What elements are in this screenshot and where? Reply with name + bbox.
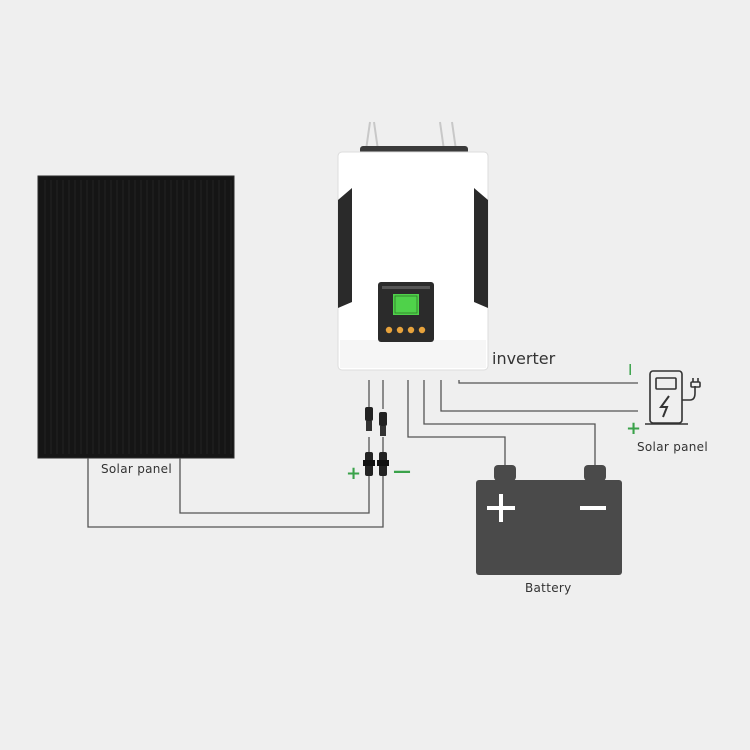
inverter-buttons [385,326,426,334]
mc4-connector-icon [363,407,389,476]
inverter-label: inverter [492,349,556,368]
battery-label: Battery [525,581,572,595]
solar-panel-left [37,175,235,459]
battery-wire-negative [423,380,596,470]
charger-wire-1 [440,380,638,412]
ev-charger-icon [645,370,701,425]
charger-wire-2 [458,380,638,384]
solar-panel-left-label: Solar panel [101,462,172,476]
pv-wire-negative [87,458,384,528]
charger-positive-sign: + [626,418,642,439]
battery-wires [407,380,596,470]
battery-minus-icon [580,506,606,510]
inverter-lcd-screen [393,294,419,315]
inverter-side-accent-right [474,188,488,308]
battery-wire-positive [407,380,506,470]
charger-wires [440,380,638,412]
pv-wires [87,380,384,528]
pv-positive-sign: + [346,463,362,484]
inverter [337,121,489,371]
pv-wire-positive [179,458,370,514]
pv-negative-sign: — [393,461,411,482]
charger-negative-sign: I [628,361,633,379]
solar-panel-right-label: Solar panel [637,440,708,454]
inverter-side-accent-left [338,188,352,308]
battery [476,465,622,575]
panel-cell-lines [44,180,232,454]
